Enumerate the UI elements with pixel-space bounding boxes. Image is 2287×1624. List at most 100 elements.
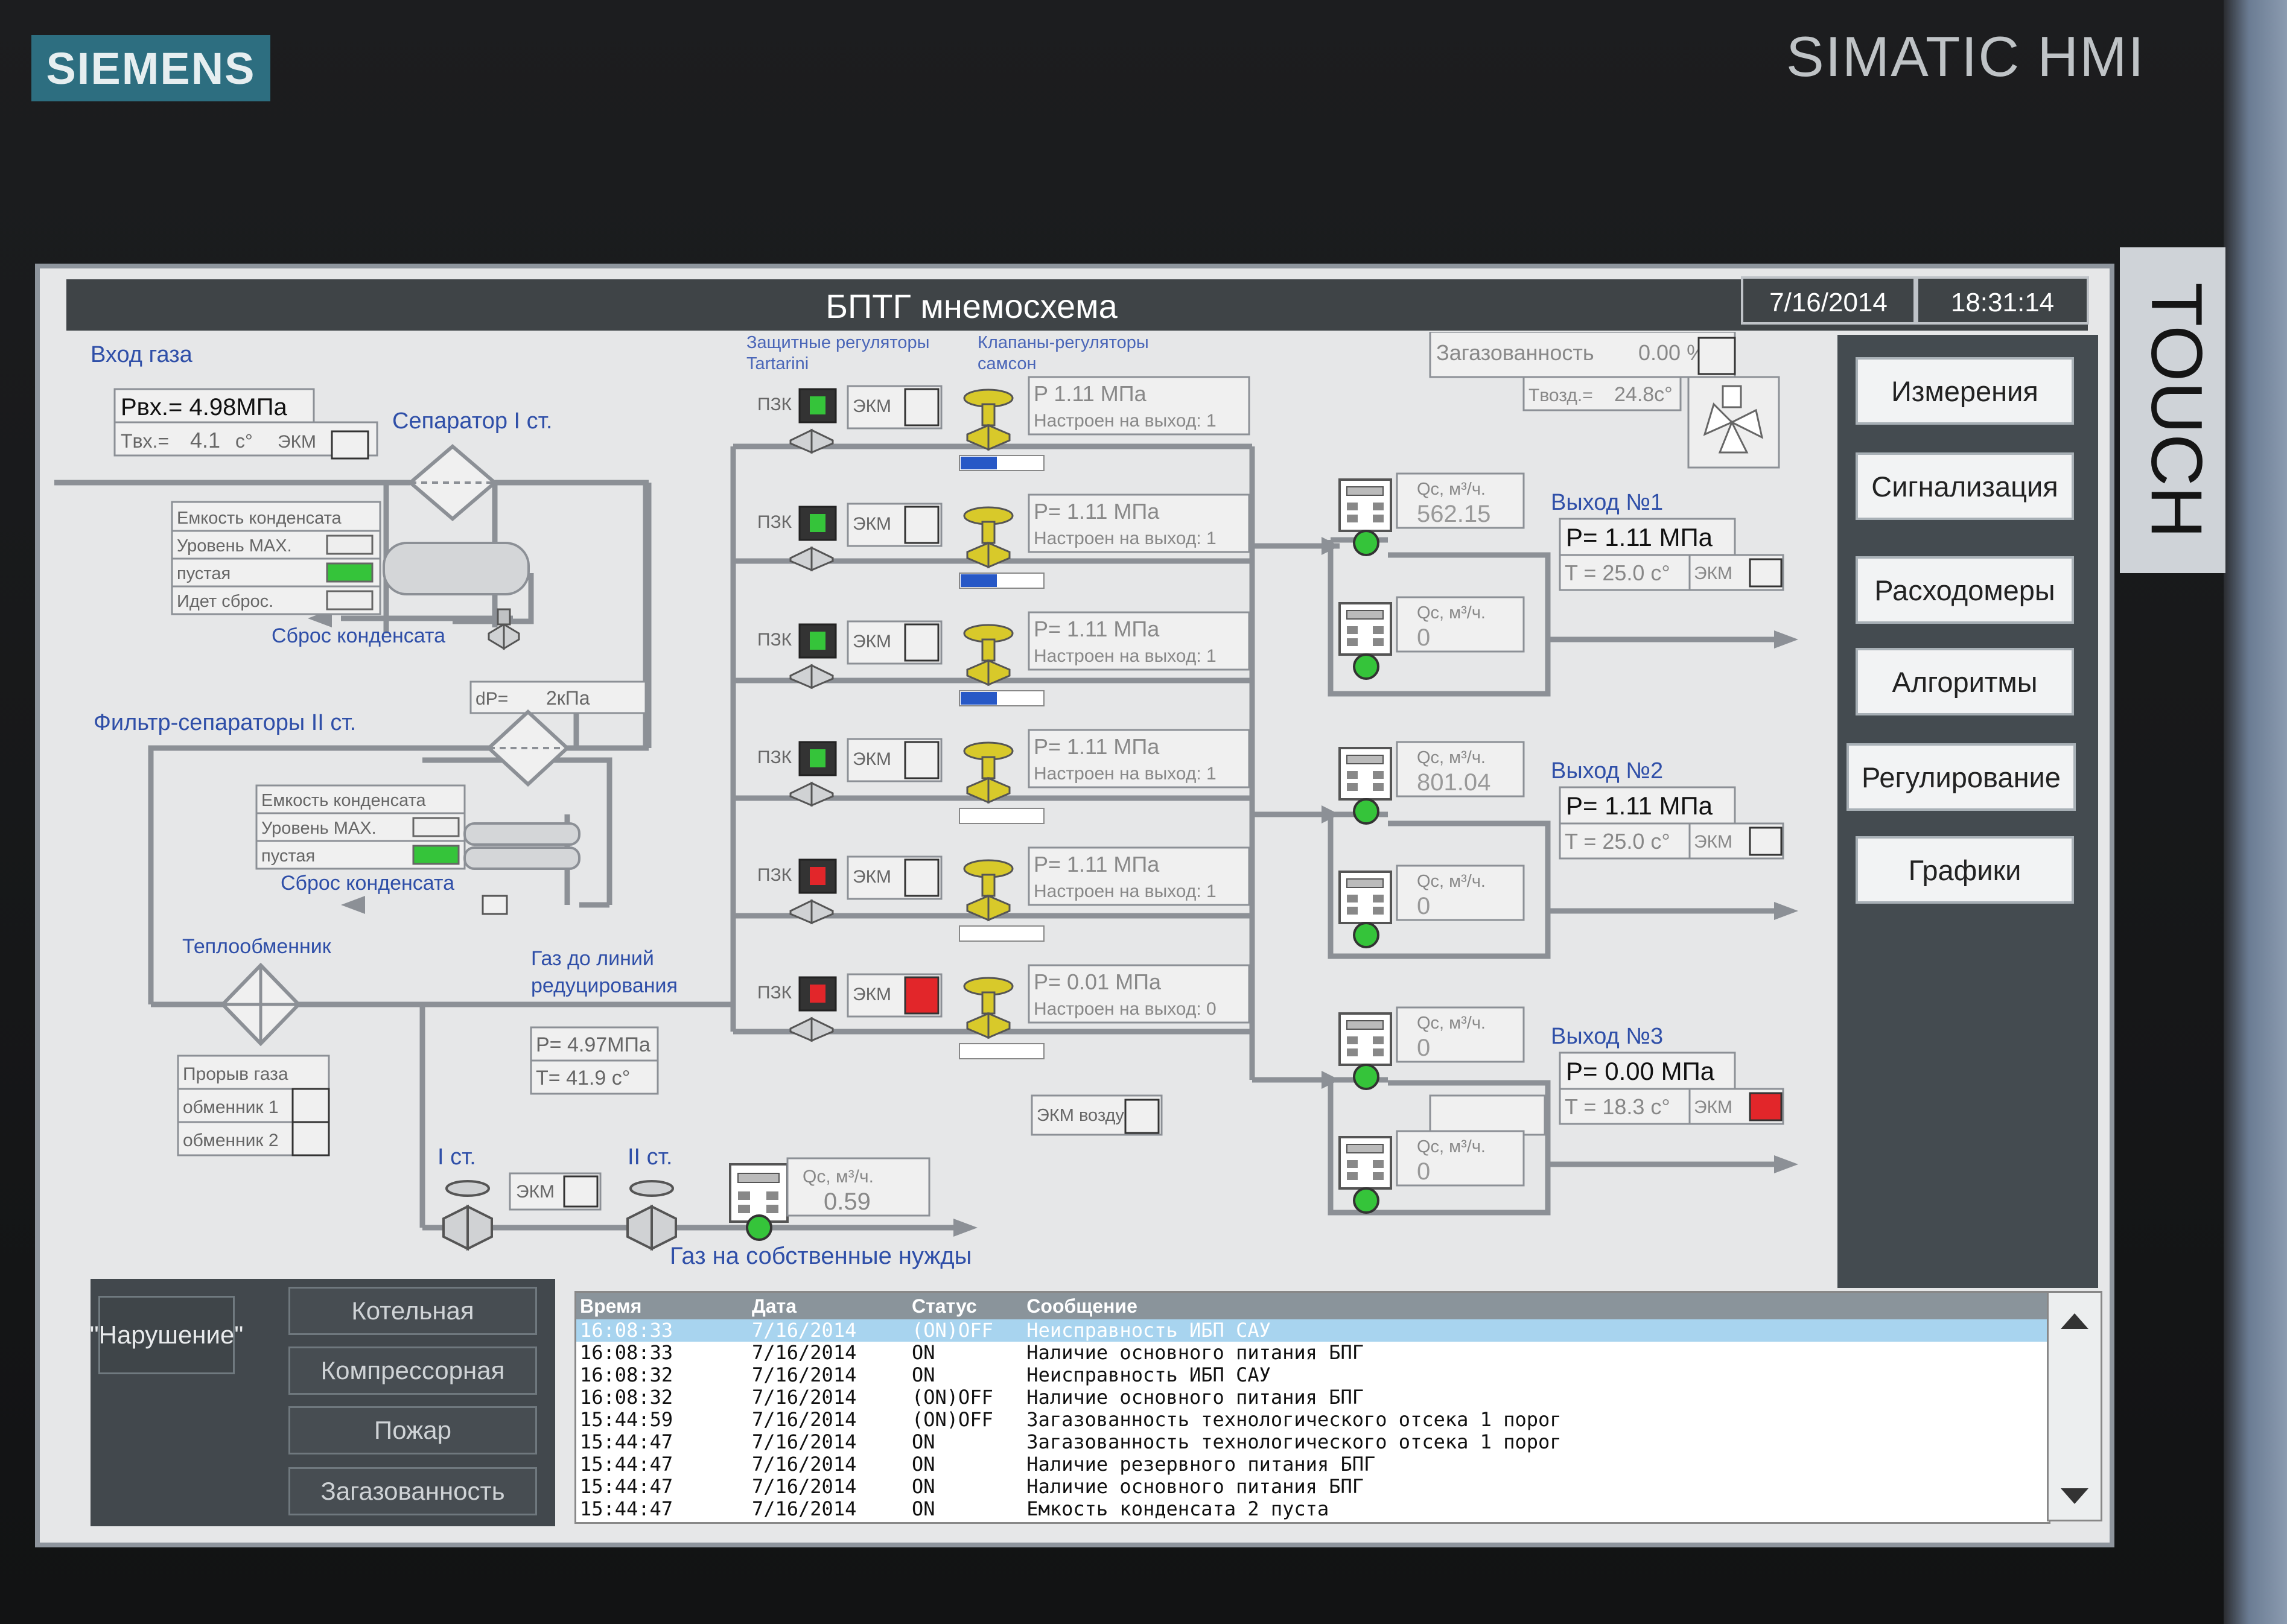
ekm-label: ЭКМ xyxy=(853,749,891,769)
mnemonic-diagram: Вход газа Pвх.= 4.98МПа Tвх.= 4.1 c° ЭКМ… xyxy=(48,332,1832,1285)
log-cell: Загазованность технологического отсека 1… xyxy=(1026,1408,1562,1431)
alarm-button-boiler[interactable]: Котельная xyxy=(288,1287,537,1335)
filter2-empty-indicator xyxy=(412,845,460,865)
filter2-level-max-indicator xyxy=(412,817,460,837)
date-display: 7/16/2014 xyxy=(1741,276,1916,325)
sep1-drain-indicator xyxy=(326,590,374,611)
log-cell: 7/16/2014 xyxy=(751,1363,857,1386)
device-side-edge xyxy=(2224,0,2287,1624)
reduction-label-1: Газ до линий xyxy=(531,947,654,970)
heat-exchanger-label: Теплообменник xyxy=(182,935,332,958)
output-ekm-label: ЭКМ xyxy=(1694,563,1732,583)
log-cell: 7/16/2014 xyxy=(751,1341,857,1364)
output-title: Выход №3 xyxy=(1551,1024,1663,1049)
scroll-up-button[interactable] xyxy=(2049,1294,2101,1348)
air-temp-value: 24.8c° xyxy=(1614,383,1673,406)
log-col-message[interactable]: Сообщение xyxy=(1026,1295,1137,1317)
log-cell: 7/16/2014 xyxy=(751,1453,857,1476)
hx-exchanger2-label: обменник 2 xyxy=(183,1131,279,1150)
flowmeter-icon xyxy=(1338,1136,1392,1214)
pzk-label: ПЗК xyxy=(757,630,792,650)
pzk-header-2: Tartarini xyxy=(746,354,809,373)
log-cell: 7/16/2014 xyxy=(751,1386,857,1409)
line-setpoint: Настроен на выход: 1 xyxy=(1034,411,1217,431)
log-col-status[interactable]: Статус xyxy=(911,1295,977,1317)
sep1-drain-active-label: Идет сброс. xyxy=(177,592,273,611)
pzk-valve-icon xyxy=(789,741,837,807)
hx-exchanger1-indicator xyxy=(291,1088,330,1123)
nav-button-charts[interactable]: Графики xyxy=(1856,836,2074,904)
pzk-header-1: Защитные регуляторы xyxy=(746,333,929,352)
ekm-label: ЭКМ xyxy=(853,867,891,887)
output-pressure: P= 1.11 МПа xyxy=(1566,523,1713,551)
line-setpoint: Настроен на выход: 1 xyxy=(1034,881,1217,901)
valve-position-fill xyxy=(961,692,997,705)
filter2-icon xyxy=(486,709,570,787)
flowmeter-icon xyxy=(1338,602,1392,680)
sep1-tank-title: Емкость конденсата xyxy=(177,509,342,528)
alarm-group-title: "Нарушение" xyxy=(90,1296,243,1374)
nav-button-algorithms[interactable]: Алгоритмы xyxy=(1856,648,2074,715)
own-needs-qc-label: Qc, м³/ч. xyxy=(803,1167,874,1187)
log-scrollbar[interactable] xyxy=(2047,1291,2102,1521)
own-needs-stage2-label: II ст. xyxy=(628,1144,672,1170)
alarm-button-compressor[interactable]: Компрессорная xyxy=(288,1346,537,1395)
alarm-button-gas[interactable]: Загазованность xyxy=(288,1467,537,1515)
output-ekm-indicator xyxy=(1749,1092,1783,1121)
log-col-time[interactable]: Время xyxy=(580,1295,642,1317)
gas-sensor-fan-icon xyxy=(1687,376,1780,469)
gas-input-label: Вход газа xyxy=(91,342,193,367)
nav-button-regulation[interactable]: Регулирование xyxy=(1846,743,2076,811)
scroll-down-button[interactable] xyxy=(2049,1472,2101,1520)
pzk-valve-icon xyxy=(789,506,837,572)
flowmeter-value: 562.15 xyxy=(1417,501,1490,527)
nav-button-flowmeters[interactable]: Расходомеры xyxy=(1856,556,2074,624)
valve-position-fill xyxy=(961,457,997,469)
line-pressure: P= 1.11 МПа xyxy=(1034,617,1160,641)
log-cell: 7/16/2014 xyxy=(751,1475,857,1498)
flowmeter-label: Qc, м³/ч. xyxy=(1417,1013,1486,1033)
pzk-label: ПЗК xyxy=(757,747,792,767)
flowmeter-value: 0 xyxy=(1417,893,1430,919)
log-cell: (ON)OFF xyxy=(911,1408,993,1431)
flowmeter-label: Qc, м³/ч. xyxy=(1417,1137,1486,1156)
ekm-label: ЭКМ xyxy=(853,632,891,652)
nav-button-measurements[interactable]: Измерения xyxy=(1856,357,2074,425)
own-needs-flowmeter-icon xyxy=(729,1163,789,1241)
time-display: 18:31:14 xyxy=(1916,276,2089,325)
reduction-label-2: редуцирования xyxy=(531,974,678,997)
output-temp: T = 25.0 c° xyxy=(1565,560,1670,585)
input-temp-label: Tвх.= xyxy=(121,430,169,452)
alarm-button-fire[interactable]: Пожар xyxy=(288,1406,537,1454)
pzk-valve-icon xyxy=(789,388,837,454)
filter2-dp-value: 2кПа xyxy=(546,687,590,709)
own-needs-label: Газ на собственные нужды xyxy=(670,1243,972,1269)
input-ekm-label: ЭКМ xyxy=(278,432,316,452)
output-title: Выход №2 xyxy=(1551,758,1663,784)
gas-contamination-label: Загазованность xyxy=(1436,340,1594,365)
log-cell: 15:44:47 xyxy=(580,1497,673,1520)
ekm-air-indicator xyxy=(1124,1099,1160,1134)
control-valve-icon xyxy=(963,624,1014,687)
nav-button-alarms[interactable]: Сигнализация xyxy=(1856,452,2074,520)
flowmeter-label: Qc, м³/ч. xyxy=(1417,872,1486,891)
reduction-temp: T= 41.9 c° xyxy=(536,1067,630,1090)
log-col-date[interactable]: Дата xyxy=(751,1295,797,1317)
output-temp: T = 25.0 c° xyxy=(1565,829,1670,854)
own-needs-valve-2-icon xyxy=(626,1180,677,1251)
filter2-empty-label: пустая xyxy=(261,846,315,866)
